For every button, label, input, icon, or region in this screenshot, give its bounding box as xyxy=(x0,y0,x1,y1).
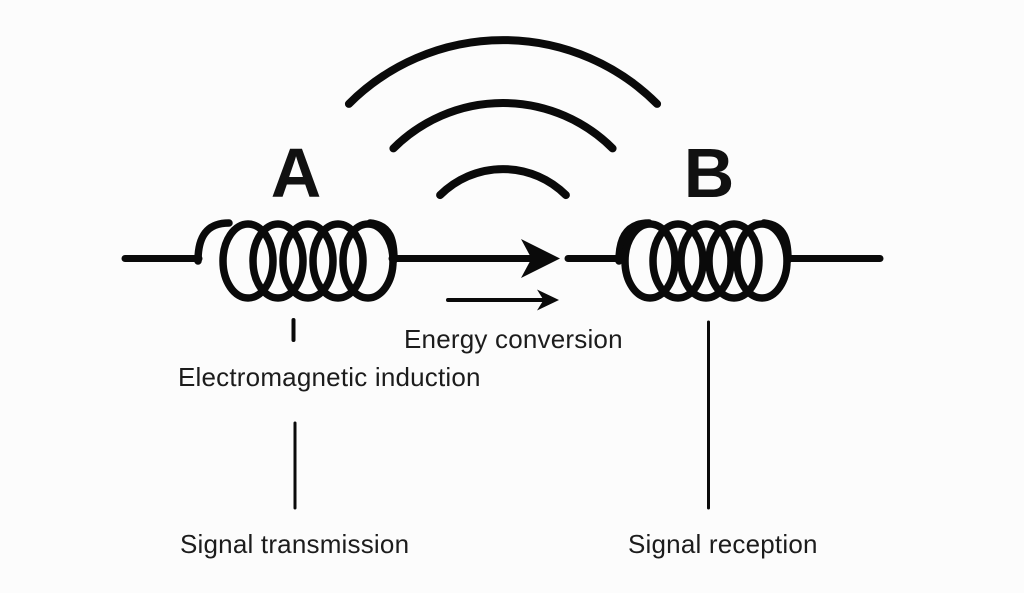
signal-reception-label: Signal reception xyxy=(628,529,818,559)
coil-b xyxy=(615,219,792,302)
callout-lines xyxy=(291,318,710,510)
coil-b-lead-out xyxy=(760,219,792,264)
coil-a-lead-in xyxy=(194,219,233,265)
electromagnetic-induction-label: Electromagnetic induction xyxy=(178,362,481,392)
coil-a xyxy=(194,219,398,302)
energy-arrow-icon xyxy=(446,289,559,311)
coil-a-lead-out xyxy=(366,219,398,264)
signal-transmission-label: Signal transmission xyxy=(180,529,410,559)
current-arrow-icon xyxy=(521,239,560,278)
energy-conversion-label: Energy conversion xyxy=(404,324,623,354)
signal-arc-inner xyxy=(436,165,570,200)
coil-a-label: A xyxy=(270,134,322,212)
signal-arc-middle xyxy=(389,99,617,153)
signal-arc-outer xyxy=(344,36,662,108)
coil-b-label: B xyxy=(683,134,735,212)
signal-waves-icon xyxy=(344,36,662,200)
